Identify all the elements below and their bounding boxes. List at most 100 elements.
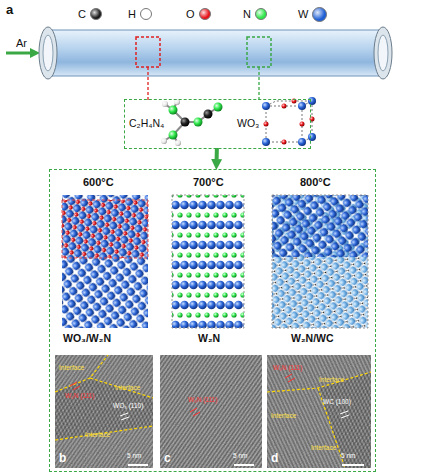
legend-item: O <box>186 8 211 20</box>
lattice-fringes <box>160 355 262 468</box>
carbon-atom <box>181 118 190 127</box>
phase-label: W₂N <box>198 333 220 344</box>
tungsten-atom <box>308 133 316 141</box>
legend-swatch <box>140 8 152 20</box>
formula-label: C₂H₄N₄ <box>129 118 164 129</box>
leader-line <box>258 67 259 100</box>
scale-bar <box>234 464 254 466</box>
lattice-fringes <box>55 378 153 440</box>
interface-line <box>267 372 371 468</box>
oxygen-atom <box>292 99 297 104</box>
nitrogen-atom <box>194 118 203 127</box>
unit-cell <box>172 195 244 328</box>
tem-noise <box>267 355 371 468</box>
legend-text: C <box>78 9 86 20</box>
tungsten-atom <box>308 97 316 105</box>
precursor-box: C₂H₄N₄ WO₃ <box>125 100 310 148</box>
tem-panel: c W₂N (111) 5 nm <box>160 355 262 468</box>
phase-label: WO₃/W₂N <box>63 333 111 344</box>
panel-letter: a <box>6 3 13 16</box>
annotation-label: 5 nm <box>233 453 247 460</box>
crystal-structure <box>62 195 148 328</box>
lattice-marker <box>70 382 80 390</box>
legend-item: C <box>78 8 102 20</box>
interface-label: Interface <box>115 385 140 392</box>
lattice-marker <box>340 411 349 418</box>
carbon-atom <box>204 110 213 119</box>
legend-item: H <box>128 8 152 20</box>
lattice-fringes <box>267 355 371 468</box>
interface-line <box>55 355 153 440</box>
legend-text: O <box>186 9 195 20</box>
tungsten-atom <box>298 102 306 110</box>
interface-label: Interface <box>59 365 84 372</box>
oxygen-atom <box>282 104 287 109</box>
annotation-label: 5 nm <box>341 453 355 460</box>
tem-image <box>55 355 153 468</box>
nitrogen-atom <box>169 106 178 115</box>
unit-cell <box>266 101 312 142</box>
flow-arrow <box>215 148 219 159</box>
interface-label: Interface <box>319 377 344 384</box>
oxygen-atom <box>300 122 305 127</box>
annotation-label: WO₃ (110) <box>113 403 143 410</box>
nitrogen-atom <box>169 131 178 140</box>
furnace-tube <box>48 30 383 76</box>
tungsten-atom <box>262 138 270 146</box>
legend-swatch <box>255 8 267 20</box>
phase-panel: 800°C W₂N/WC <box>265 173 370 351</box>
phase-panel: 600°CWO₃/W₂N <box>55 173 155 351</box>
interface-label: Interface <box>85 432 110 439</box>
lattice-marker <box>285 374 295 382</box>
oxide-zone <box>247 37 271 67</box>
hydrogen-atom <box>175 140 181 146</box>
panel-letter: c <box>164 452 171 464</box>
gas-flow-arrow <box>6 52 30 55</box>
lattice-fringes <box>55 355 153 468</box>
unit-cell <box>272 195 368 328</box>
formula-label: WO₃ <box>237 118 259 129</box>
tem-image <box>160 355 262 468</box>
unit-cell <box>266 106 302 142</box>
legend-item: N <box>243 8 267 20</box>
carbide-layer <box>272 257 368 328</box>
tem-panel: dW₂N (111)InterfaceInterfaceInterfaceWC … <box>267 355 371 468</box>
gas-label: Ar <box>16 38 27 49</box>
tube-flange <box>39 27 57 79</box>
legend-text: H <box>128 9 136 20</box>
temperature-label: 700°C <box>193 177 224 188</box>
tem-noise <box>55 355 153 468</box>
tube-flange-ring <box>43 35 53 71</box>
precursor-zone <box>136 37 160 67</box>
legend-swatch <box>90 8 102 20</box>
lattice-label: W₂N (111) <box>188 397 217 404</box>
hydrogen-atom <box>162 101 168 107</box>
tungsten-atom <box>262 102 270 110</box>
legend-text: N <box>243 9 251 20</box>
hydrogen-atom <box>161 138 167 144</box>
legend-item: W <box>298 7 327 22</box>
crystal-structure <box>172 195 244 328</box>
nitride-layer <box>272 195 368 257</box>
panel-letter: b <box>59 452 66 464</box>
molecule-bonds <box>164 102 218 143</box>
lattice-label: W₂N (111) <box>65 393 94 400</box>
interface-label: Interface <box>271 413 296 420</box>
tube-flange-ring <box>378 35 388 71</box>
oxygen-atom <box>264 122 269 127</box>
annotation-label: WC (100) <box>323 399 351 406</box>
lattice-label: W₂N (111) <box>273 365 302 372</box>
connectors <box>216 148 217 159</box>
lattice-fringes <box>318 372 371 468</box>
phase-label: W₂N/WC <box>291 333 334 344</box>
hydrogen-atom <box>174 99 180 105</box>
legend-swatch <box>199 8 211 20</box>
panel-letter: d <box>271 452 278 464</box>
oxide-layer <box>62 200 148 258</box>
temperature-label: 800°C <box>300 177 331 188</box>
nitrogen-atom <box>214 103 223 112</box>
tem-image <box>267 355 371 468</box>
oxide-outline <box>62 200 148 258</box>
